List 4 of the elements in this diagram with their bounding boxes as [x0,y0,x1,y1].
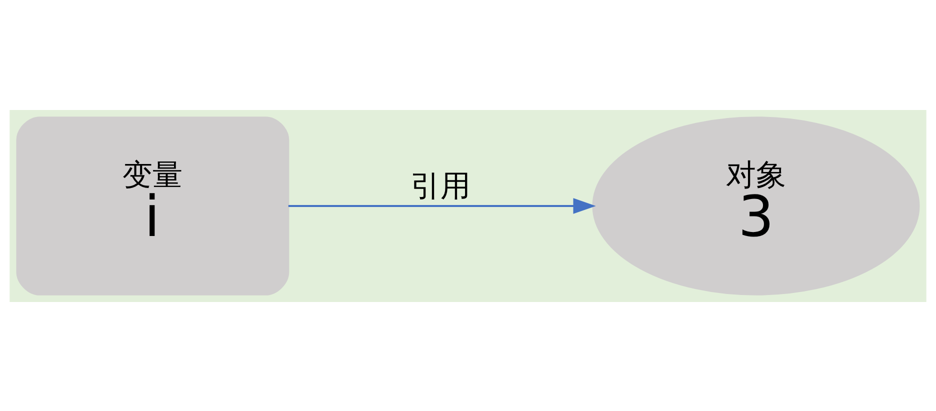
edge-label: 引用 [410,168,471,204]
arrow [288,198,596,214]
node-box: 变量 i [16,116,290,295]
node-ellipse: 对象 3 [592,116,920,295]
